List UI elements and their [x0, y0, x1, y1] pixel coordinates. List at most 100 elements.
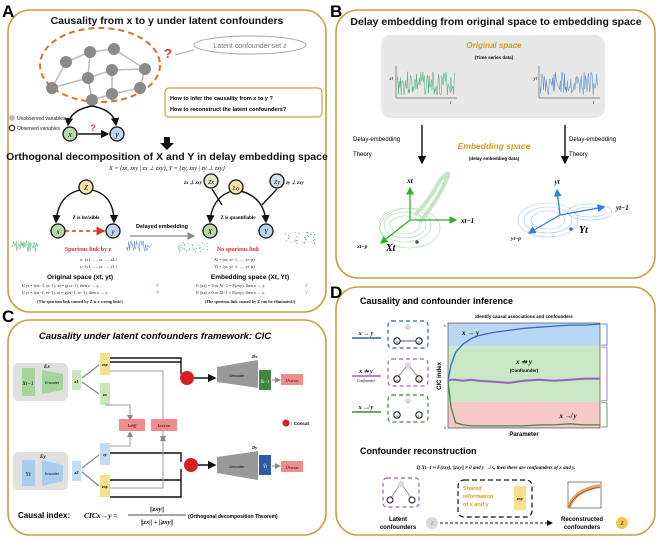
zxy-top: zxy [101, 362, 109, 367]
dx-label: Dx [251, 354, 258, 359]
spurious-link-label: Spurious link by z [65, 247, 112, 253]
axis-xt-p: xt−p [356, 244, 368, 250]
z2: z2 [73, 470, 79, 475]
cic-numerator: ||zxy|| [150, 506, 164, 513]
legend-label: x ⇸ y [358, 369, 373, 375]
loss-recon-y: L²recon [285, 465, 299, 470]
region-sub-confounder: (Confounder) [510, 368, 539, 373]
z-invisible-note: Z is invisible [73, 216, 101, 221]
confounder-bubble: Latent confounder set z [213, 43, 287, 50]
latent-z-label: Z [431, 522, 434, 527]
theorem-label: (Orthogonal decomposition Theorem) [188, 514, 278, 520]
decomp-equation: X = {zx, zxy | zx ⊥ zxy}, Y = {zy, zxy |… [108, 165, 225, 172]
reconstructed-mini-chart [568, 482, 601, 508]
note-left: (The spurious link caused by Z is a wron… [37, 299, 123, 304]
latent-label-1: Latent [389, 517, 407, 523]
decoder-x-label: Decoder [229, 373, 245, 378]
node-x: x [67, 130, 72, 139]
decomp-title: Orthogonal decomposition of X and Y in d… [6, 151, 328, 163]
rule2-left-mark: × [156, 290, 159, 296]
theory-right-2: Theory [569, 152, 588, 158]
axis-xt: xt [406, 177, 414, 185]
point-Xt-dot [415, 240, 419, 244]
concat-node-y [184, 458, 198, 472]
question-mark-xy: ? [90, 123, 96, 133]
legend-label: x ↛ y [358, 404, 374, 411]
panel-b-label: B [330, 2, 342, 21]
concat-node-x [180, 371, 194, 385]
point-Xt: Xt [385, 243, 397, 254]
rule1-right-mark: √ [305, 282, 308, 289]
legend-sub: Confounder [357, 379, 376, 383]
perp-left: zx ⊥ zxy [183, 180, 203, 186]
reconstructed-z-label: Z [621, 522, 624, 527]
shared-info-2: information [463, 494, 494, 500]
panel-a: A Causality from x to y under latent con… [2, 2, 328, 312]
shared-zxy: zxy [516, 496, 524, 501]
legend-observed: Observed variables [17, 126, 61, 132]
perp-right: zy ⊥ zxy [285, 180, 304, 186]
loss-recon: Lrecon [157, 423, 171, 428]
no-spurious-label: No spurious link [217, 247, 260, 253]
encoder-x-label: Encoder [45, 381, 60, 385]
embedding-space-sub: (delay embedding data) [469, 156, 520, 161]
loss-diff: Ldiff [127, 423, 137, 428]
concat-legend-icon [283, 420, 290, 427]
input-y: Yt [25, 472, 30, 478]
x-axis-label: Parameter [509, 432, 539, 438]
reconstructed-label-2: confounders [564, 525, 601, 531]
panel-d-title: Causality and confounder inference [360, 296, 513, 306]
question-2: How to reconstruct the latent confounder… [170, 107, 287, 113]
node-x-right: X [207, 228, 213, 236]
cic-chart: Identify causal associations and confoun… [437, 314, 607, 438]
legend-label: x → y [358, 331, 374, 337]
node-zx: Zx [208, 180, 214, 186]
note-right: (The spurious link caused by Z can be el… [205, 299, 296, 304]
panel-b: B Delay embedding from original space to… [330, 2, 655, 278]
original-space-title: Original space [466, 41, 522, 50]
theory-left-1: Delay-embedding [353, 137, 400, 143]
node-z: Z [84, 184, 88, 192]
shared-info-1: Shared [463, 486, 482, 492]
embedding-space-title: Embedding space (Xt, Yt) [211, 274, 289, 281]
loss-recon-x: L¹recon [285, 378, 299, 383]
recon-rule: If Xt−1 ≈ F(zxy), ||zxy|| ≠ 0 and y ↛ x,… [416, 466, 576, 471]
original-space-title: Original space (xt, yt) [47, 274, 113, 281]
panel-c-title: Causality under latent confounders frame… [39, 331, 271, 342]
concat-legend: : Concat [291, 421, 310, 426]
zxy-bottom: zxy [101, 484, 109, 489]
mini-node-label: x [395, 339, 398, 344]
embedding-space-title: Embedding space [458, 141, 531, 151]
cic-lhs: CICx→y = [84, 511, 118, 520]
region-label-confounder: x ⇸ y [515, 358, 533, 366]
mini-node-label: y [417, 377, 420, 382]
zx: zx [102, 392, 108, 397]
theory-left-2: Theory [353, 152, 372, 158]
y-axis-label: CIC index [437, 362, 443, 390]
delayed-embedding-label: Delayed embedding [136, 224, 188, 230]
axis-xt-1: xt−1 [460, 217, 474, 225]
decoder-y-label: Decoder [229, 464, 245, 469]
cic-denominator: ||zx|| + ||zxy|| [141, 519, 174, 526]
original-space-sub: (Time series data) [475, 55, 514, 60]
rule1-left-mark: √ [156, 282, 159, 289]
shared-info-3: of x and y [463, 502, 490, 508]
panel-c: C Causality under latent confounders fra… [2, 307, 326, 535]
rule2-right-mark: √ [305, 289, 308, 296]
input-x: Xt−1 [21, 381, 34, 387]
region-label-causal: x → y [461, 329, 480, 337]
output-y: Ŷt [263, 464, 268, 470]
axis-yt-1: yt−1 [615, 204, 629, 212]
dy-label: Dy [251, 445, 258, 450]
panel-b-title: Delay embedding from original space to e… [350, 16, 641, 28]
panel-a-label: A [2, 2, 14, 21]
node-zy: Zy [274, 180, 280, 186]
region-label-none: x ↛ y [558, 412, 577, 420]
node-y: y [114, 130, 119, 139]
legend-unobserved: Unobserved variables [17, 116, 66, 122]
unobserved-legend-icon [9, 115, 15, 121]
panel-d: D Causality and confounder inference x →… [330, 283, 655, 535]
region-band [448, 346, 600, 402]
mini-node-label: y [417, 413, 420, 418]
point-Yt: Yt [579, 225, 589, 236]
